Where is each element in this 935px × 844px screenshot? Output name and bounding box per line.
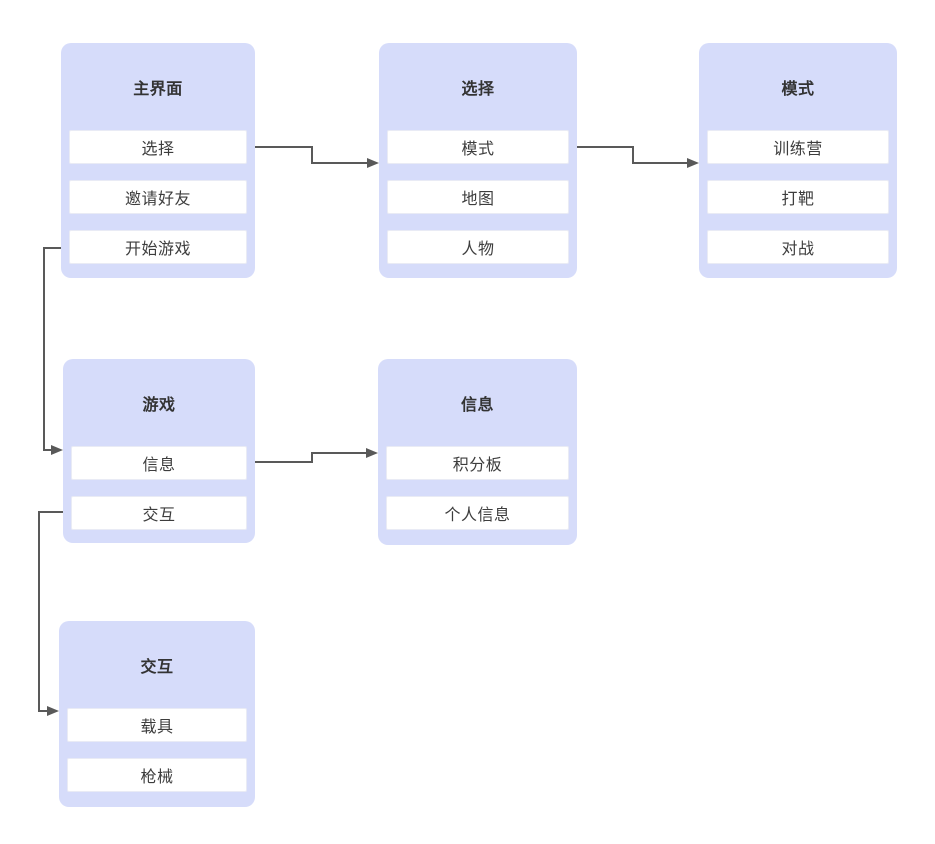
- node-main-interface[interactable]: 主界面选择邀请好友开始游戏: [61, 43, 255, 278]
- row-label: 训练营: [773, 141, 823, 158]
- row-label: 邀请好友: [124, 191, 191, 208]
- connector-c2: [568, 146, 689, 164]
- row-label: 载具: [140, 719, 174, 736]
- row-main-interface-2[interactable]: 开始游戏: [69, 230, 247, 264]
- row-label: 个人信息: [444, 507, 511, 524]
- arrowhead-icon: [47, 706, 59, 716]
- arrowhead-icon: [366, 448, 378, 458]
- node-selection[interactable]: 选择模式地图人物: [379, 43, 577, 278]
- row-interaction-0[interactable]: 载具: [67, 708, 247, 742]
- row-label: 开始游戏: [124, 241, 191, 258]
- row-label: 积分板: [452, 457, 503, 474]
- row-game-0[interactable]: 信息: [71, 446, 247, 480]
- node-title-game: 游戏: [142, 396, 176, 414]
- row-information-0[interactable]: 积分板: [386, 446, 569, 480]
- row-label: 打靶: [781, 191, 815, 208]
- node-information[interactable]: 信息积分板个人信息: [378, 359, 577, 545]
- arrowhead-icon: [367, 158, 379, 168]
- row-label: 人物: [461, 241, 495, 258]
- row-label: 对战: [781, 241, 815, 258]
- row-game-1[interactable]: 交互: [71, 496, 247, 530]
- node-title-mode: 模式: [781, 80, 815, 98]
- row-main-interface-0[interactable]: 选择: [69, 130, 247, 164]
- row-selection-2[interactable]: 人物: [387, 230, 569, 264]
- node-mode[interactable]: 模式训练营打靶对战: [699, 43, 897, 278]
- connector-c1: [249, 146, 369, 164]
- row-mode-1[interactable]: 打靶: [707, 180, 889, 214]
- node-game[interactable]: 游戏信息交互: [63, 359, 255, 543]
- row-selection-1[interactable]: 地图: [387, 180, 569, 214]
- row-label: 模式: [461, 141, 495, 158]
- row-information-1[interactable]: 个人信息: [386, 496, 569, 530]
- row-label: 信息: [142, 457, 176, 474]
- row-interaction-1[interactable]: 枪械: [67, 758, 247, 792]
- row-label: 交互: [142, 507, 176, 524]
- row-label: 选择: [141, 141, 175, 158]
- node-title-selection: 选择: [461, 80, 495, 98]
- node-title-main-interface: 主界面: [133, 80, 183, 98]
- node-title-interaction: 交互: [140, 658, 174, 676]
- node-interaction[interactable]: 交互载具枪械: [59, 621, 255, 807]
- arrowhead-icon: [51, 445, 63, 455]
- row-label: 枪械: [140, 769, 174, 786]
- arrowhead-icon: [687, 158, 699, 168]
- connector-c4: [250, 452, 368, 463]
- row-mode-0[interactable]: 训练营: [707, 130, 889, 164]
- node-title-information: 信息: [460, 396, 494, 414]
- row-mode-2[interactable]: 对战: [707, 230, 889, 264]
- row-selection-0[interactable]: 模式: [387, 130, 569, 164]
- row-label: 地图: [461, 191, 495, 208]
- row-main-interface-1[interactable]: 邀请好友: [69, 180, 247, 214]
